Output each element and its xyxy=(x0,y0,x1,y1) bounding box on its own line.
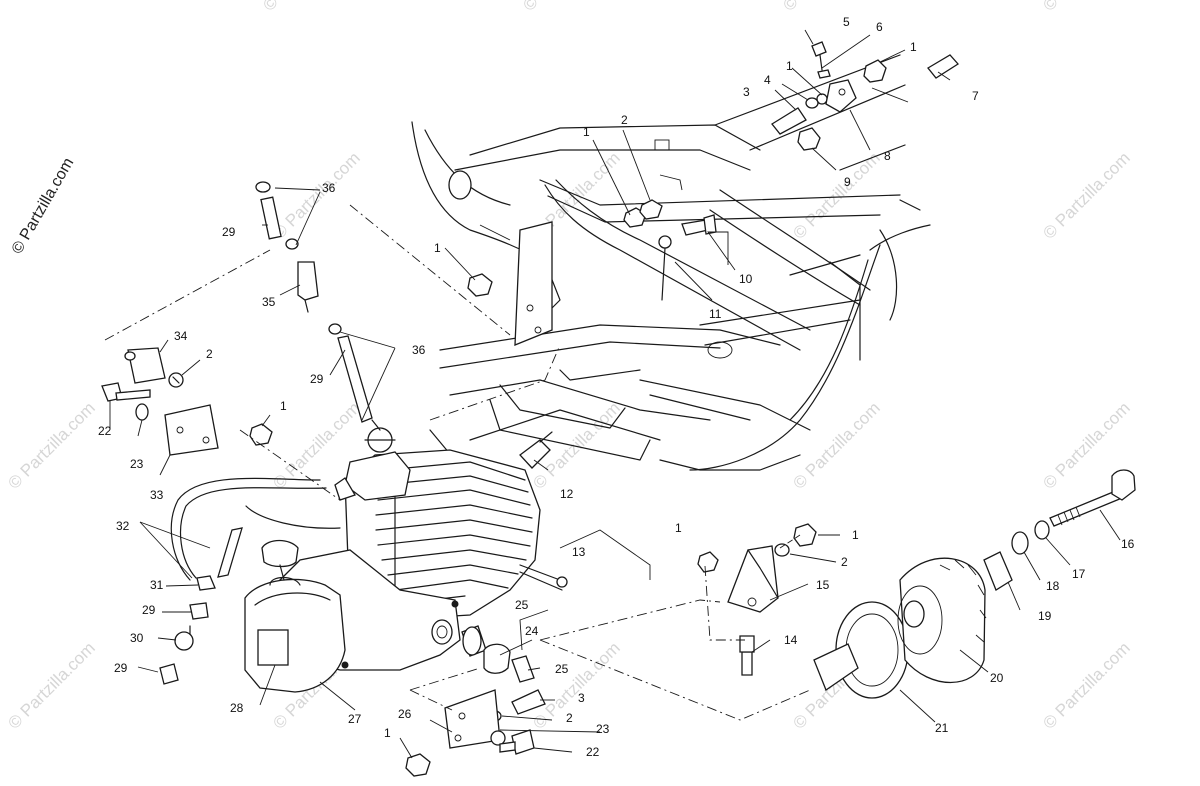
callout-label: 10 xyxy=(739,272,753,286)
callout-label: 22 xyxy=(586,745,600,759)
watermark-faint: © Partzilla.com xyxy=(1039,638,1133,732)
callout-label: 29 xyxy=(310,372,324,386)
callout-label: 5 xyxy=(843,15,850,29)
callout-label: 2 xyxy=(206,347,213,361)
watermark-faint: © Partzilla.com xyxy=(1039,148,1133,242)
callout-label: 30 xyxy=(130,631,144,645)
watermark-faint: © Partzilla.com xyxy=(1039,0,1133,15)
callout-label: 2 xyxy=(841,555,848,569)
watermark-faint: © Partzilla.com xyxy=(519,0,613,15)
clutch-assembly xyxy=(697,469,1136,699)
callout-label: 16 xyxy=(1121,537,1135,551)
callout-label: 13 xyxy=(572,545,586,559)
callout-label: 23 xyxy=(130,457,144,471)
callout-label: 2 xyxy=(566,711,573,725)
engine-assembly xyxy=(244,427,541,693)
callout-label: 6 xyxy=(876,20,883,34)
clutch-fins xyxy=(939,559,987,643)
callout-label: 20 xyxy=(990,671,1004,685)
callout-label: 1 xyxy=(910,40,917,54)
callout-numbers: 5 6 1 1 4 3 7 8 9 1 2 1 10 11 36 29 35 3… xyxy=(98,15,1135,759)
callout-label: 19 xyxy=(1038,609,1052,623)
callout-label: 1 xyxy=(786,59,793,73)
callout-label: 17 xyxy=(1072,567,1086,581)
callout-label: 36 xyxy=(322,181,336,195)
callout-label: 11 xyxy=(709,307,722,321)
callout-label: 23 xyxy=(596,722,610,736)
watermark-faint: © Partzilla.com xyxy=(529,638,623,732)
callout-label: 18 xyxy=(1046,579,1060,593)
watermark-faint: © Partzilla.com xyxy=(789,398,883,492)
callout-label: 1 xyxy=(280,399,287,413)
callout-label: 1 xyxy=(434,241,441,255)
callout-label: 24 xyxy=(525,624,539,638)
callout-label: 35 xyxy=(262,295,276,309)
watermark-faint: © Partzilla.com xyxy=(4,638,98,732)
callout-label: 12 xyxy=(560,487,574,501)
watermark-faint: © Partzilla.com xyxy=(269,148,363,242)
callout-label: 26 xyxy=(398,707,412,721)
callout-label: 25 xyxy=(555,662,569,676)
chassis-frame xyxy=(411,54,931,501)
cylinder-fins xyxy=(375,461,533,604)
callout-label: 7 xyxy=(972,89,979,103)
callout-label: 31 xyxy=(150,578,164,592)
callout-label: 33 xyxy=(150,488,164,502)
callout-label: 15 xyxy=(816,578,830,592)
callout-label: 32 xyxy=(116,519,130,533)
callout-label: 4 xyxy=(764,73,771,87)
callout-label: 29 xyxy=(222,225,236,239)
callout-label: 27 xyxy=(348,712,362,726)
watermark-faint: © Partzilla.com xyxy=(779,0,873,15)
callout-label: 36 xyxy=(412,343,426,357)
callout-label: 8 xyxy=(884,149,891,163)
callout-label: 22 xyxy=(98,424,112,438)
callout-label: 3 xyxy=(743,85,750,99)
lower-engine-mount xyxy=(405,625,546,777)
callout-label: 1 xyxy=(675,521,682,535)
callout-label: 34 xyxy=(174,329,188,343)
watermark-faint: © Partzilla.com xyxy=(259,0,353,15)
left-engine-mount xyxy=(101,347,273,456)
fuel-system xyxy=(159,181,381,685)
callout-label: 9 xyxy=(844,175,851,189)
callout-label: 28 xyxy=(230,701,244,715)
callout-label: 1 xyxy=(384,726,391,740)
engine-label-plate xyxy=(257,629,289,666)
callout-label: 14 xyxy=(784,633,798,647)
callout-label: 2 xyxy=(621,113,628,127)
callout-label: 29 xyxy=(142,603,156,617)
callout-label: 21 xyxy=(935,721,949,735)
leader-lines xyxy=(104,29,1121,759)
watermark-faint: © Partzilla.com xyxy=(4,398,98,492)
callout-label: 1 xyxy=(583,125,590,139)
callout-label: 29 xyxy=(114,661,128,675)
callout-label: 25 xyxy=(515,598,529,612)
upper-right-linkage xyxy=(771,41,959,151)
callout-label: 3 xyxy=(578,691,585,705)
callout-label: 1 xyxy=(852,528,859,542)
watermark-main: © Partzilla.com xyxy=(9,155,78,257)
